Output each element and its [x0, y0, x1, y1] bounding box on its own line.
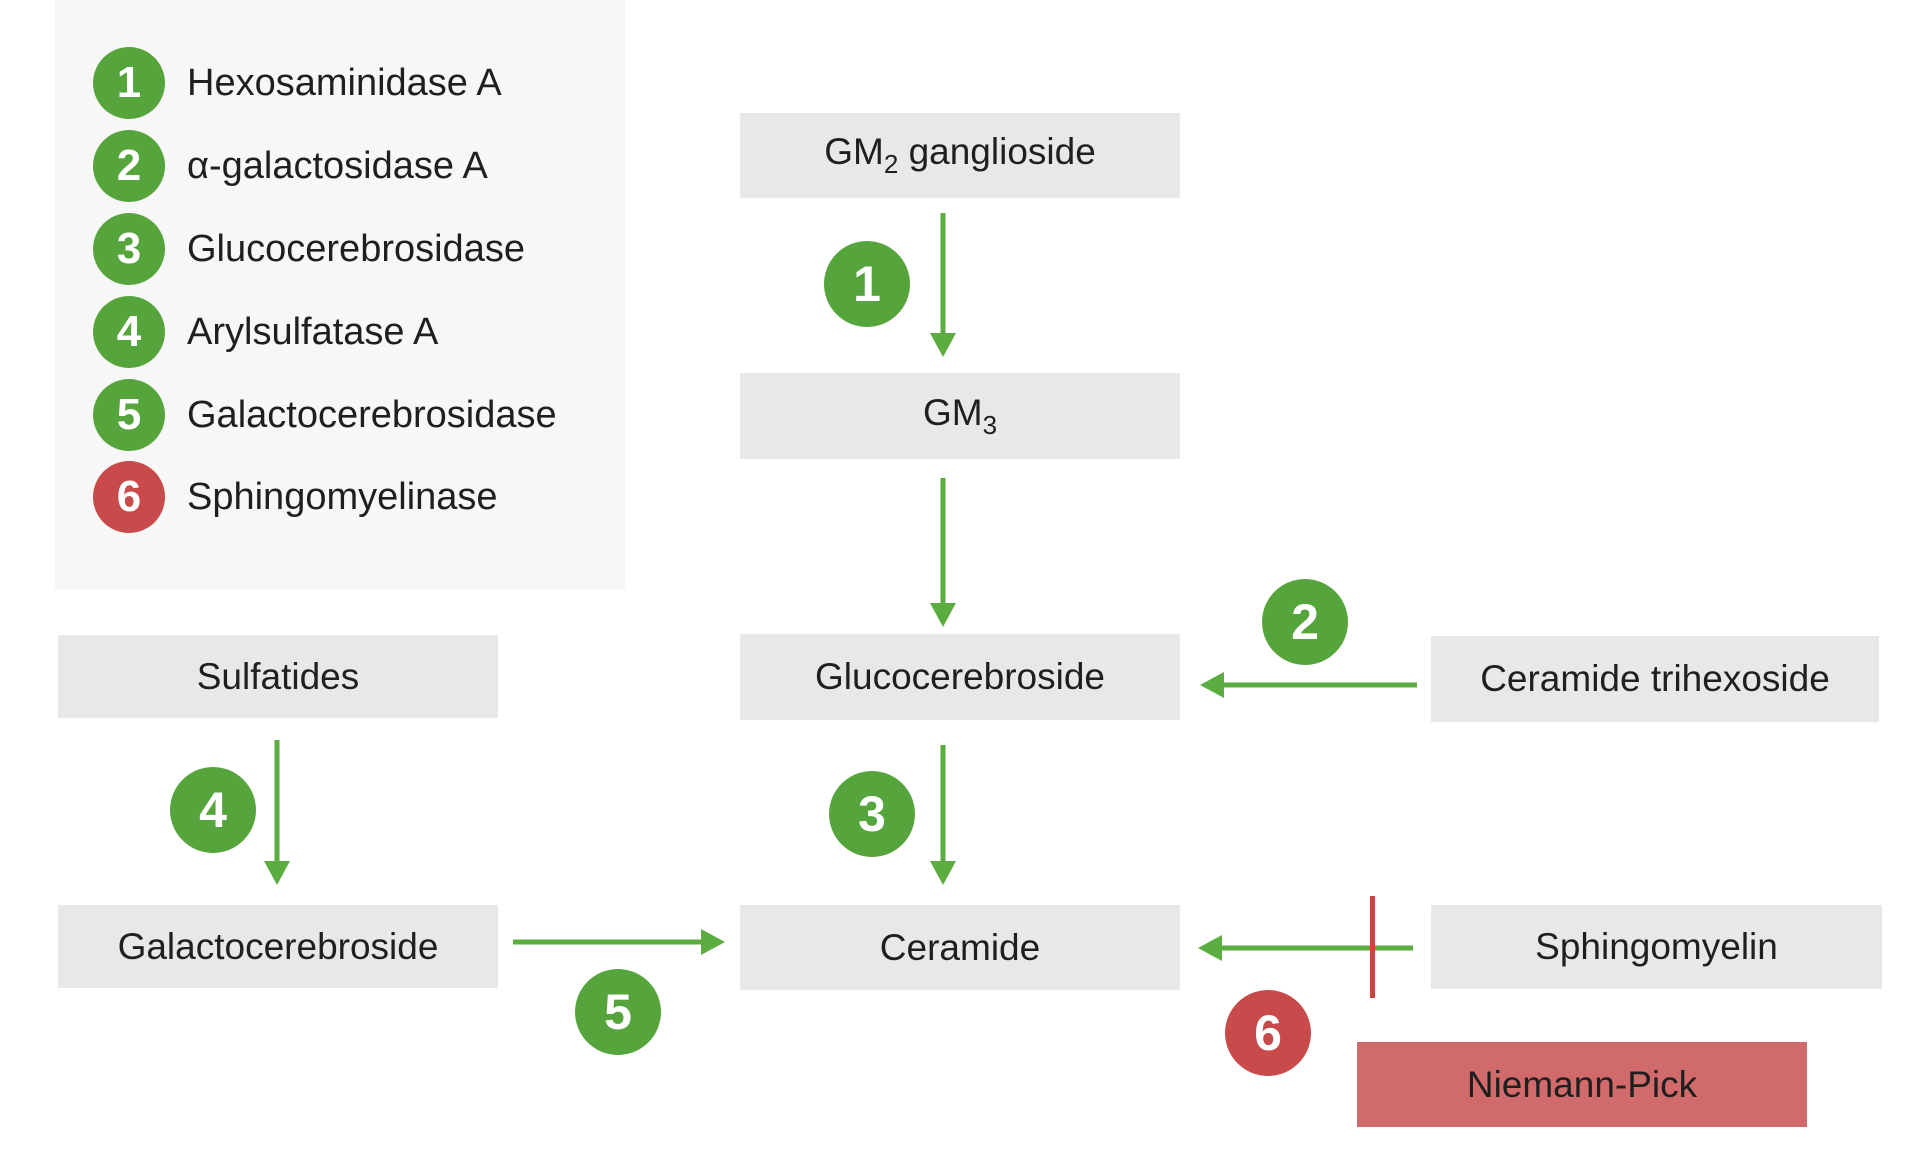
enzyme-6-label: Sphingomyelinase	[187, 475, 498, 518]
enzyme-6-badge: 6	[93, 461, 165, 533]
enzyme-2-badge: 2	[93, 130, 165, 202]
step-5-badge: 5	[575, 969, 661, 1055]
enzyme-2-label: α-galactosidase A	[187, 144, 488, 187]
node-glucocerebroside: Glucocerebroside	[740, 634, 1180, 720]
legend-item-alpha-galactosidase-a: 2 α-galactosidase A	[93, 130, 488, 202]
legend-panel: 1 Hexosaminidase A 2 α-galactosidase A 3…	[55, 0, 625, 589]
inhibition-line	[1370, 896, 1375, 998]
disease-niemann-pick: Niemann-Pick	[1357, 1042, 1807, 1127]
node-ceramide-label: Ceramide	[879, 926, 1041, 968]
disease-niemann-pick-label: Niemann-Pick	[1466, 1063, 1698, 1105]
enzyme-1-badge: 1	[93, 47, 165, 119]
node-sulfatides: Sulfatides	[58, 635, 498, 718]
legend-item-galactocerebrosidase: 5 Galactocerebrosidase	[93, 379, 557, 451]
node-gm3: GM3	[740, 373, 1180, 459]
enzyme-4-badge: 4	[93, 296, 165, 368]
node-gm2-ganglioside: GM2 ganglioside	[740, 113, 1180, 198]
arrow-gm3-to-glucocerebroside	[930, 478, 956, 627]
arrow-sphingomyelin-to-ceramide	[1198, 935, 1413, 961]
node-galactocerebroside: Galactocerebroside	[58, 905, 498, 988]
node-sphingomyelin: Sphingomyelin	[1431, 905, 1882, 989]
step-3-badge: 3	[829, 771, 915, 857]
step-4-badge: 4	[170, 767, 256, 853]
enzyme-5-label: Galactocerebrosidase	[187, 393, 557, 436]
legend-item-glucocerebrosidase: 3 Glucocerebrosidase	[93, 213, 525, 285]
step-1-badge: 1	[824, 241, 910, 327]
step-2-badge: 2	[1262, 579, 1348, 665]
arrow-ceramide-trihexoside-to-glucocerebroside	[1200, 672, 1417, 698]
node-ceramide: Ceramide	[740, 905, 1180, 990]
arrow-galactocerebroside-to-ceramide	[513, 929, 725, 955]
enzyme-3-label: Glucocerebrosidase	[187, 227, 525, 270]
node-glucocerebroside-label: Glucocerebroside	[815, 656, 1105, 697]
arrow-sulfatides-to-galactocerebroside	[264, 740, 290, 885]
node-galactocerebroside-label: Galactocerebroside	[117, 925, 439, 967]
legend-item-hexosaminidase-a: 1 Hexosaminidase A	[93, 47, 502, 119]
legend-item-sphingomyelinase: 6 Sphingomyelinase	[93, 461, 498, 533]
enzyme-1-label: Hexosaminidase A	[187, 61, 502, 104]
node-sphingomyelin-label: Sphingomyelin	[1535, 926, 1778, 967]
node-ceramide-trihexoside: Ceramide trihexoside	[1431, 636, 1879, 722]
enzyme-5-badge: 5	[93, 379, 165, 451]
arrow-glucocerebroside-to-ceramide	[930, 745, 956, 885]
node-gm2-ganglioside-label: GM2 ganglioside	[824, 131, 1096, 179]
node-gm3-label: GM3	[922, 391, 998, 440]
node-sulfatides-label: Sulfatides	[196, 655, 360, 697]
enzyme-3-badge: 3	[93, 213, 165, 285]
node-ceramide-trihexoside-label: Ceramide trihexoside	[1480, 658, 1830, 699]
legend-item-arylsulfatase-a: 4 Arylsulfatase A	[93, 296, 438, 368]
step-6-badge: 6	[1225, 990, 1311, 1076]
arrow-gm2-to-gm3	[930, 213, 956, 357]
enzyme-4-label: Arylsulfatase A	[187, 310, 439, 353]
